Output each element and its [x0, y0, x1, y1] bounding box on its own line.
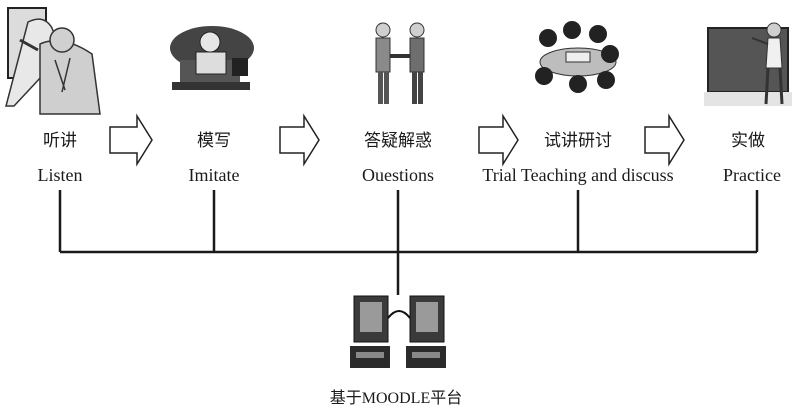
flow-arrow-3 [478, 113, 519, 167]
group-discussion-icon [535, 21, 619, 93]
step-questions-en: Ouestions [362, 165, 434, 185]
flow-arrow-2 [279, 113, 320, 167]
step-practice-zh: 实做 [731, 131, 765, 151]
student-writing-icon [170, 26, 254, 90]
step-practice-en: Practice [723, 165, 781, 185]
step-trial-teaching-zh: 试讲研讨 [544, 131, 612, 151]
step-listen-zh: 听讲 [43, 131, 77, 151]
teacher-at-board-icon [704, 22, 792, 106]
platform-caption: 基于MOODLE平台 [330, 384, 462, 408]
connector-lines [58, 190, 759, 295]
handshake-icon [375, 22, 425, 104]
platform-label: 基于MOODLE平台 [329, 390, 463, 407]
flow-arrow-1 [109, 113, 153, 167]
step-imitate-zh: 模写 [197, 131, 231, 151]
teacher-pointing-icon [5, 7, 101, 115]
networked-computers-icon [350, 295, 446, 368]
flow-arrow-4 [644, 113, 685, 167]
step-trial-teaching-en: Trial Teaching and discuss [482, 165, 674, 185]
step-listen-en: Listen [37, 165, 83, 185]
step-questions-zh: 答疑解惑 [364, 131, 432, 151]
step-imitate-en: Imitate [188, 165, 240, 185]
